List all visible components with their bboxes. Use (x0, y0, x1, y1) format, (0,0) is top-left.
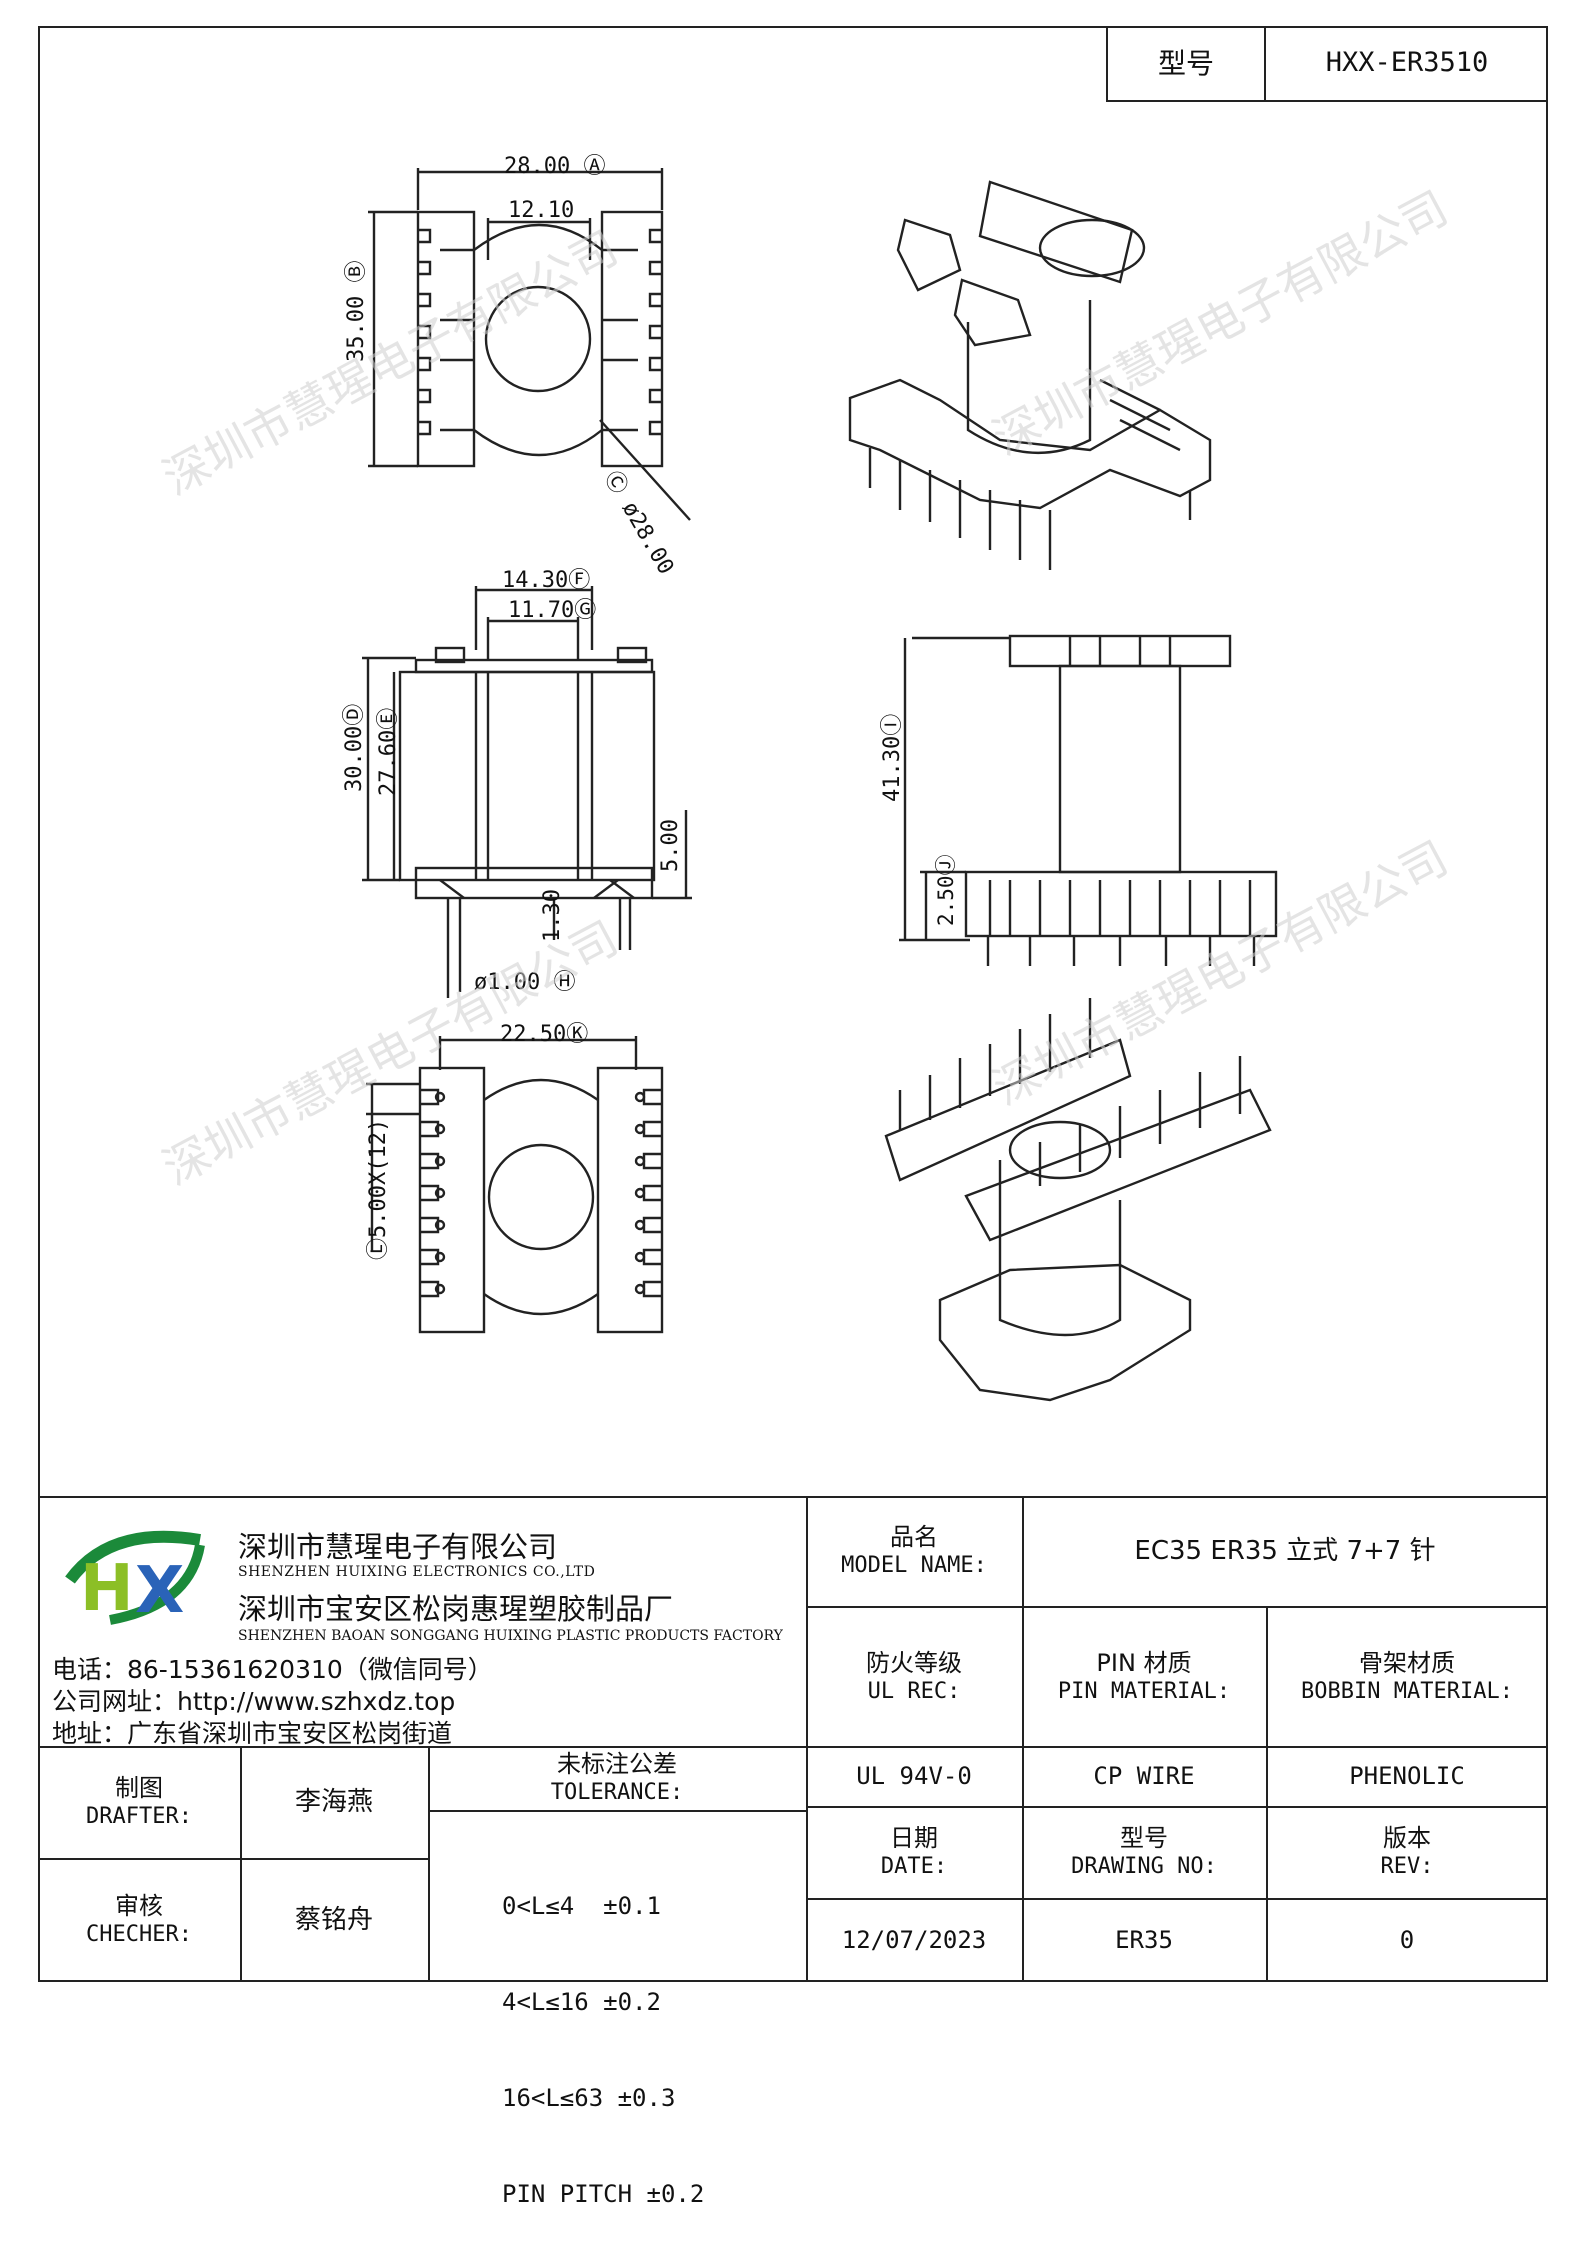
dim-b: 35.00 Ⓑ (344, 260, 369, 362)
ul-value: UL 94V-0 (856, 1762, 972, 1790)
drawing-no-label-cn: 型号 (1120, 1824, 1168, 1853)
tolerance-label-cn: 未标注公差 (557, 1750, 677, 1779)
company-phone: 电话：86-15361620310（微信同号） (52, 1655, 493, 1684)
model-name-value: EC35 ER35 立式 7+7 针 (1134, 1535, 1436, 1566)
drafter-label: 制图 DRAFTER: (40, 1748, 238, 1856)
tolerance-line-1: 0<L≤4 ±0.1 (502, 1892, 661, 1920)
date-label: 日期 DATE: (808, 1808, 1020, 1896)
technical-drawing (362, 168, 1278, 1402)
logo-x: X (135, 1554, 184, 1628)
model-header-box: 型号 HXX-ER3510 (1106, 26, 1548, 102)
company-logo: H X (65, 1530, 205, 1628)
rev-label: 版本 REV: (1268, 1808, 1546, 1896)
pin-label: PIN 材质 PIN MATERIAL: (1024, 1608, 1264, 1746)
iso-view-top (848, 180, 1212, 570)
pin-label-cn: PIN 材质 (1096, 1649, 1192, 1678)
rev-label-cn: 版本 (1383, 1824, 1431, 1853)
factory-name-en: SHENZHEN BAOAN SONGGANG HUIXING PLASTIC … (238, 1628, 783, 1644)
dim-inner: 12.10 (508, 198, 575, 223)
dim-j: 2.50Ⓙ (934, 854, 958, 926)
tolerance-label-en: TOLERANCE: (550, 1780, 684, 1806)
model-name-label-en: MODEL NAME: (841, 1553, 987, 1579)
top-view (368, 168, 691, 521)
dim-h5: 5.00 (658, 819, 683, 872)
bobbin-label: 骨架材质 BOBBIN MATERIAL: (1268, 1608, 1546, 1746)
date-label-cn: 日期 (890, 1824, 938, 1853)
logo-h: H (80, 1552, 134, 1626)
date-value: 12/07/2023 (841, 1926, 987, 1954)
dim-f: 14.30Ⓕ (502, 568, 591, 593)
model-name-label: 品名 MODEL NAME: (808, 1498, 1020, 1604)
drafter-value: 李海燕 (294, 1786, 373, 1817)
rev-label-en: REV: (1380, 1854, 1434, 1880)
company-name-cn: 深圳市慧瑆电子有限公司 (238, 1530, 558, 1564)
factory-name-cn: 深圳市宝安区松岗惠瑆塑胶制品厂 (238, 1592, 674, 1626)
date-label-en: DATE: (880, 1854, 948, 1880)
company-panel: H X 深圳市慧瑆电子有限公司 SHENZHEN HUIXING ELECTRO… (40, 1498, 804, 1748)
tolerance-line-3: 16<L≤63 ±0.3 (502, 2084, 676, 2112)
rev-value: 0 (1399, 1926, 1415, 1954)
dim-k: 22.50Ⓚ (500, 1022, 589, 1047)
dim-h13: 1.30 (540, 889, 565, 942)
drafter-label-cn: 制图 (115, 1774, 163, 1803)
drawing-no-label-en: DRAWING NO: (1071, 1854, 1217, 1880)
dim-d: 30.00Ⓓ (342, 703, 367, 792)
drawing-no-label: 型号 DRAWING NO: (1024, 1808, 1264, 1896)
tolerance-list: 0<L≤4 ±0.1 4<L≤16 ±0.2 16<L≤63 ±0.3 PIN … (502, 1826, 704, 2242)
dim-pin-dia: ø1.00 Ⓗ (474, 970, 576, 995)
tolerance-line-2: 4<L≤16 ±0.2 (502, 1988, 661, 2016)
checker-label-en: CHECHER: (86, 1922, 192, 1948)
model-name-label-cn: 品名 (890, 1523, 938, 1552)
pin-label-en: PIN MATERIAL: (1057, 1679, 1231, 1705)
ul-label: 防火等级 UL REC: (808, 1608, 1020, 1746)
model-header-value: HXX-ER3510 (1325, 47, 1489, 79)
bobbin-label-en: BOBBIN MATERIAL: (1301, 1679, 1513, 1705)
ul-label-en: UL REC: (867, 1679, 961, 1705)
ul-label-cn: 防火等级 (866, 1649, 962, 1678)
dim-total: 41.30Ⓘ (880, 713, 905, 802)
model-header-label: 型号 (1157, 46, 1214, 80)
iso-view-bottom (884, 998, 1272, 1402)
dim-a: 28.00 Ⓐ (504, 154, 606, 179)
tolerance-label: 未标注公差 TOLERANCE: (430, 1748, 804, 1808)
bobbin-value: PHENOLIC (1349, 1762, 1465, 1790)
drawing-frame (38, 26, 1548, 1982)
company-name-en: SHENZHEN HUIXING ELECTRONICS CO.,LTD (238, 1564, 596, 1580)
dim-pitch: Ⓛ5.00X(12) (366, 1118, 391, 1260)
bottom-view (366, 1036, 664, 1334)
checker-value: 蔡铭舟 (294, 1904, 373, 1935)
dim-e: 27.60Ⓔ (376, 707, 401, 796)
front-view (899, 634, 1278, 966)
dim-g: 11.70Ⓖ (508, 598, 597, 623)
company-website: 公司网址：http://www.szhxdz.top (52, 1687, 456, 1716)
tolerance-line-4: PIN PITCH ±0.2 (502, 2180, 705, 2208)
drafter-label-en: DRAFTER: (86, 1804, 192, 1830)
pin-value: CP WIRE (1093, 1762, 1195, 1790)
company-address: 地址：广东省深圳市宝安区松岗街道 (52, 1719, 453, 1748)
checker-label: 审核 CHECHER: (40, 1860, 238, 1980)
checker-label-cn: 审核 (115, 1892, 163, 1921)
drawing-no-value: ER35 (1115, 1926, 1173, 1954)
bobbin-label-cn: 骨架材质 (1359, 1649, 1455, 1678)
side-view (362, 586, 692, 998)
